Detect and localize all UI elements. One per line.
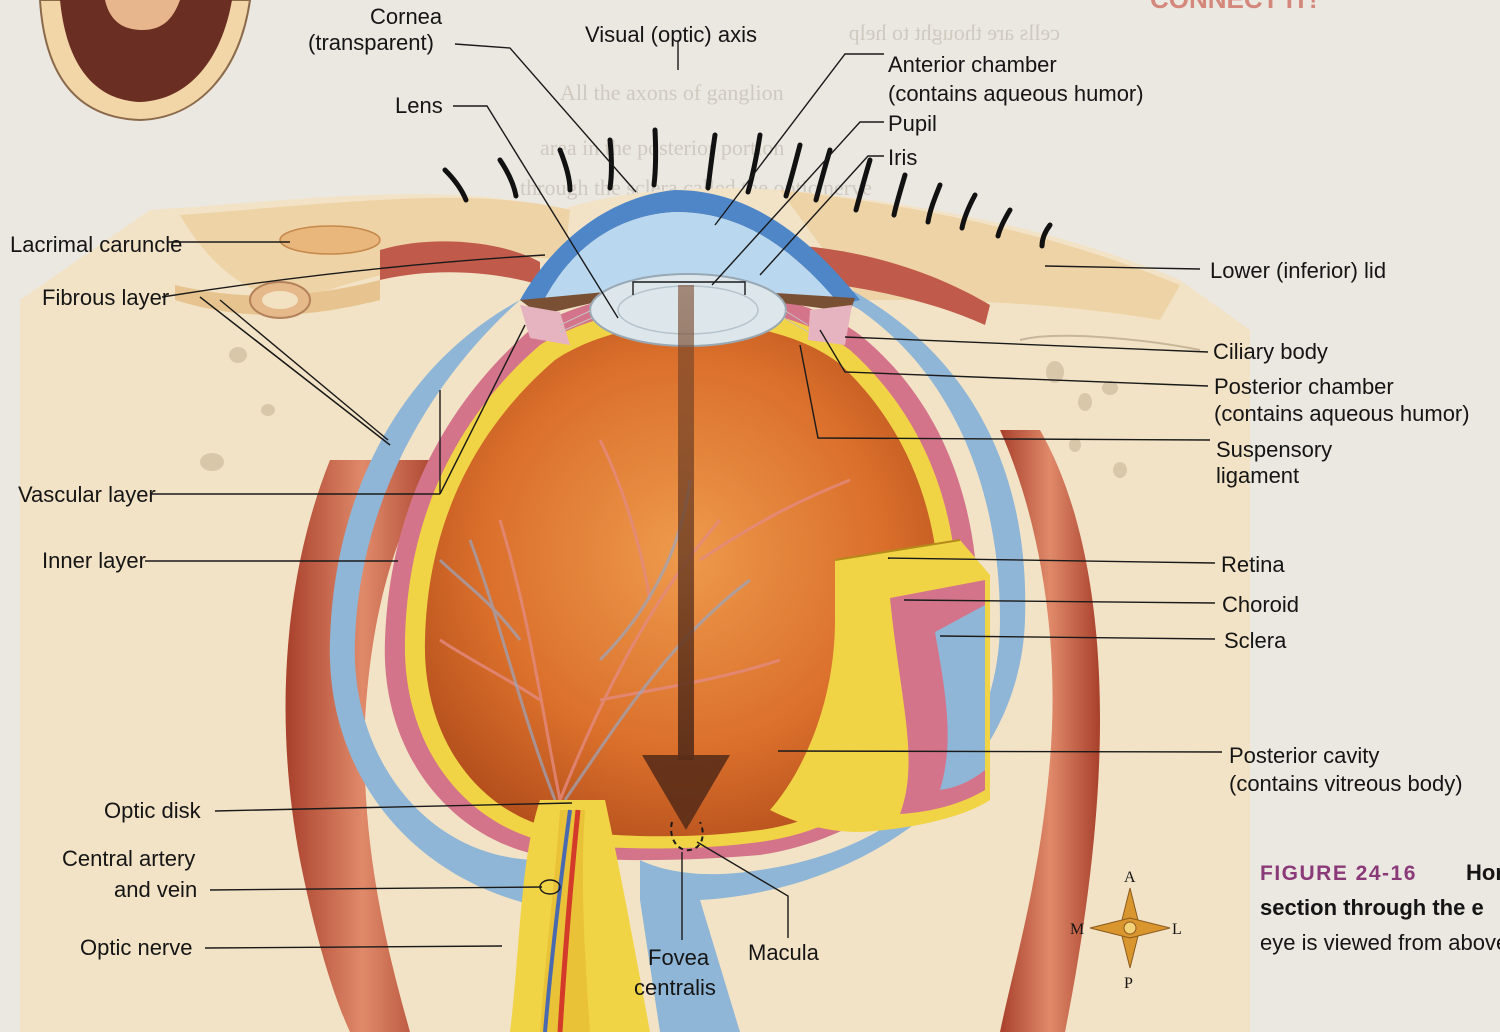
compass-p: P bbox=[1124, 975, 1133, 992]
label-choroid: Choroid bbox=[1222, 592, 1299, 617]
compass-a: A bbox=[1124, 869, 1136, 886]
svg-text:All the axons of ganglion: All the axons of ganglion bbox=[560, 80, 784, 105]
label-central-artery: Central artery bbox=[62, 846, 195, 871]
label-fibrous-layer: Fibrous layer bbox=[42, 285, 169, 310]
label-fovea: Fovea bbox=[648, 945, 710, 970]
label-posterior-chamber: Posterior chamber bbox=[1214, 374, 1394, 399]
caption-figure-number: FIGURE 24-16 bbox=[1260, 862, 1417, 885]
visual-axis-arrow bbox=[642, 285, 730, 852]
label-optic-disk: Optic disk bbox=[104, 798, 202, 823]
leader-lines bbox=[145, 42, 1223, 949]
label-suspensory-ligament: Suspensory bbox=[1216, 437, 1332, 462]
label-anterior-chamber-contents: (contains aqueous humor) bbox=[888, 81, 1144, 106]
label-fovea-centralis: centralis bbox=[634, 975, 716, 1000]
label-retina: Retina bbox=[1221, 552, 1285, 577]
label-cornea-transparent: (transparent) bbox=[308, 30, 434, 55]
label-visual-axis: Visual (optic) axis bbox=[585, 22, 757, 47]
label-vascular-layer: Vascular layer bbox=[18, 482, 156, 507]
label-anterior-chamber: Anterior chamber bbox=[888, 52, 1057, 77]
figure-caption: FIGURE 24-16 Hor section through the e e… bbox=[1260, 860, 1500, 955]
caption-title-line2: section through the e bbox=[1260, 895, 1484, 920]
label-lower-lid: Lower (inferior) lid bbox=[1210, 258, 1386, 283]
compass-l: L bbox=[1172, 921, 1182, 938]
svg-text:area in the posterior portion: area in the posterior portion bbox=[540, 135, 784, 160]
label-posterior-cavity: Posterior cavity bbox=[1229, 743, 1379, 768]
label-iris: Iris bbox=[888, 145, 917, 170]
label-pupil: Pupil bbox=[888, 111, 937, 136]
label-macula: Macula bbox=[748, 940, 820, 965]
svg-text:CONNECT IT!: CONNECT IT! bbox=[1150, 0, 1318, 14]
svg-text:cells are thought to help: cells are thought to help bbox=[849, 20, 1060, 45]
caption-body-line: eye is viewed from above bbox=[1260, 930, 1500, 955]
label-posterior-chamber-contents: (contains aqueous humor) bbox=[1214, 401, 1470, 426]
label-lacrimal-caruncle: Lacrimal caruncle bbox=[10, 232, 182, 257]
label-sclera: Sclera bbox=[1224, 628, 1287, 653]
anterior-segment bbox=[442, 127, 1053, 347]
inset-eye-illustration bbox=[38, 0, 252, 122]
label-posterior-cavity-contents: (contains vitreous body) bbox=[1229, 771, 1463, 796]
lid-muscles bbox=[380, 241, 990, 325]
label-optic-nerve: Optic nerve bbox=[80, 935, 193, 960]
label-ciliary-body: Ciliary body bbox=[1213, 339, 1328, 364]
label-inner-layer: Inner layer bbox=[42, 548, 146, 573]
label-suspensory-ligament-2: ligament bbox=[1216, 463, 1299, 488]
compass-m: M bbox=[1070, 921, 1084, 938]
caption-title-start: Hor bbox=[1466, 860, 1500, 885]
label-central-artery-vein: and vein bbox=[114, 877, 197, 902]
label-cornea: Cornea bbox=[370, 4, 443, 29]
compass-rose: A P M L bbox=[1070, 869, 1182, 992]
label-lens: Lens bbox=[395, 93, 443, 118]
